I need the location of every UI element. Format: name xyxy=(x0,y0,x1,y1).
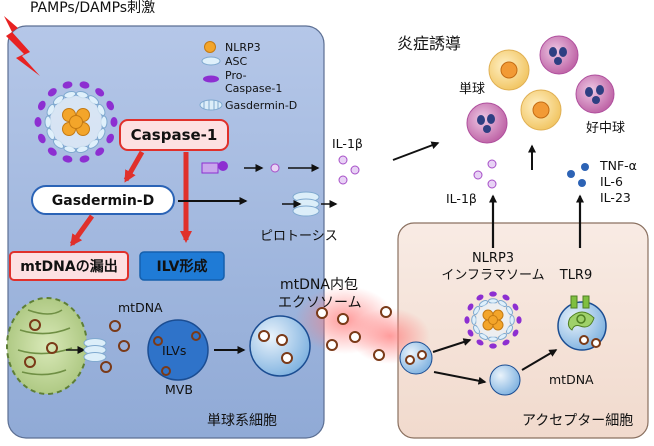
legend-asc: ASC xyxy=(225,55,248,68)
pro-caspase-1-unit xyxy=(95,147,105,156)
exosome-particles xyxy=(316,306,392,361)
inflammasome-label-acceptor: インフラマソーム xyxy=(441,268,544,283)
asc-unit xyxy=(509,315,515,325)
legend-pro-caspase-1: Pro- xyxy=(225,69,247,82)
neutrophil-cell-2 xyxy=(575,74,615,114)
pro-caspase-1-unit xyxy=(516,316,522,324)
monocyte-label: 単球 xyxy=(459,81,485,97)
pro-caspase-1-unit xyxy=(464,316,470,324)
exosome-label-2: エクソソーム xyxy=(278,295,362,311)
uptake-endosome-2 xyxy=(489,364,521,396)
il1b-label-acceptor: IL-1β xyxy=(446,191,477,206)
pro-caspase-1-unit xyxy=(62,155,73,163)
pro-caspase-1-unit xyxy=(110,117,118,127)
pro-caspase-1-unit xyxy=(512,303,519,311)
neutrophil-label: 好中球 xyxy=(586,121,625,136)
gasdermin-legend-icon xyxy=(199,99,223,111)
pro-caspase-1-unit xyxy=(476,294,484,301)
mtdna-label-acceptor: mtDNA xyxy=(549,372,594,387)
pro-caspase-1-unit xyxy=(476,339,484,346)
pro-caspase-1-unit xyxy=(37,100,46,111)
pro-caspase-1-unit xyxy=(34,117,42,127)
asc-unit xyxy=(488,336,498,342)
legend-pro-caspase-2: Caspase-1 xyxy=(225,82,282,95)
acceptor-cell xyxy=(397,222,649,439)
legend-nlrp3: NLRP3 xyxy=(225,41,261,54)
il6-label: IL-6 xyxy=(600,174,623,189)
monocyte-cell-2 xyxy=(520,89,562,131)
mtdna-release-box xyxy=(9,251,129,281)
pro-caspase-1-unit xyxy=(489,343,497,349)
donor-cell-label: 単球系細胞 xyxy=(207,413,277,429)
uptake-to-inflammasome-arrow xyxy=(432,338,472,353)
pro-caspase-1-unit xyxy=(502,339,510,346)
pro-caspase-1-unit xyxy=(79,155,90,163)
pro-caspase-1-unit xyxy=(62,81,73,89)
asc-unit xyxy=(471,315,477,325)
tlr9-label: TLR9 xyxy=(559,268,593,283)
asc-legend-icon xyxy=(201,56,221,66)
caspase-to-gasdermin-arrow xyxy=(123,150,145,183)
mtdna-release-label: mtDNAの漏出 xyxy=(20,258,117,275)
il1b-dot xyxy=(270,163,280,173)
inflammation-title: 炎症誘導 xyxy=(397,34,461,53)
il1b-acceptor-dots xyxy=(473,159,497,189)
lightning-icon xyxy=(4,16,40,76)
to-inflammation-arrow xyxy=(392,141,440,161)
pro-caspase-1-unit xyxy=(489,291,497,297)
ilvs-label: ILVs xyxy=(162,343,186,358)
pro-caspase-legend-icon xyxy=(203,75,219,83)
il23-label: IL-23 xyxy=(600,190,631,205)
tlr9-endosome-icon xyxy=(557,295,607,351)
legend-gasdermin-d: Gasdermin-D xyxy=(225,99,297,112)
neutrophil-cell-1 xyxy=(539,35,579,75)
ilv-formation-label: ILV形成 xyxy=(156,258,207,275)
pro-caspase-1-unit xyxy=(467,329,474,337)
uptake-endosome-1 xyxy=(399,341,433,375)
neutrophil-cell-3 xyxy=(466,102,508,144)
endosome-to-tlr9-arrow xyxy=(521,349,558,371)
stimulus-label: PAMPs/DAMPs刺激 xyxy=(30,0,155,16)
pro-caspase-1-unit xyxy=(95,88,105,97)
mvb-icon xyxy=(147,319,209,381)
cytokine-dots xyxy=(567,163,589,187)
pro-caspase-1-unit xyxy=(502,294,510,301)
nlrp3-legend-icon xyxy=(204,41,216,53)
inflammasome-icon xyxy=(34,81,118,163)
pyroptosis-label: ピロトーシス xyxy=(260,229,338,244)
il1b-label-secreted: IL-1β xyxy=(332,136,363,151)
pro-caspase-1-unit xyxy=(79,81,90,89)
gasdermin-to-mtdna-arrow xyxy=(69,214,95,247)
caspase-1-label: Caspase-1 xyxy=(131,126,218,144)
mvb-fusing-icon xyxy=(249,315,311,377)
monocyte-cell-1 xyxy=(488,49,530,91)
nlrp3-label-acceptor: NLRP3 xyxy=(472,251,514,266)
legend: NLRP3 ASC Pro- Caspase-1 Gasdermin-D xyxy=(199,41,297,112)
exosome-label-1: mtDNA内包 xyxy=(280,277,358,293)
mtdna-label-donor: mtDNA xyxy=(118,300,163,315)
pro-caspase-1-unit xyxy=(106,133,115,144)
pro-caspase-1-unit xyxy=(106,100,115,111)
pro-caspase-1-unit xyxy=(467,303,474,311)
mvb-label: MVB xyxy=(165,382,193,397)
ilv-formation-box xyxy=(139,251,225,281)
gasdermin-d-label: Gasdermin-D xyxy=(52,193,154,209)
il1b-secreted-dots xyxy=(338,155,360,185)
asc-unit xyxy=(488,298,498,304)
pro-caspase-1-unit xyxy=(47,147,57,156)
pro-caspase-1-unit xyxy=(37,133,46,144)
pro-caspase-1-unit xyxy=(47,88,57,97)
tnf-label: TNF-α xyxy=(599,158,637,173)
inflammasome-acceptor-icon xyxy=(464,291,522,349)
mtdna-rings-mito xyxy=(24,319,130,373)
gasdermin-d-box xyxy=(31,185,175,215)
pro-caspase-1-small-icon xyxy=(201,161,228,174)
uptake-to-endosome-arrow xyxy=(433,371,487,385)
gasdermin-pore-mito-icon xyxy=(83,338,107,362)
caspase-1-box xyxy=(119,119,229,151)
pro-caspase-1-unit xyxy=(512,329,519,337)
acceptor-cell-label: アクセプター細胞 xyxy=(522,413,633,429)
